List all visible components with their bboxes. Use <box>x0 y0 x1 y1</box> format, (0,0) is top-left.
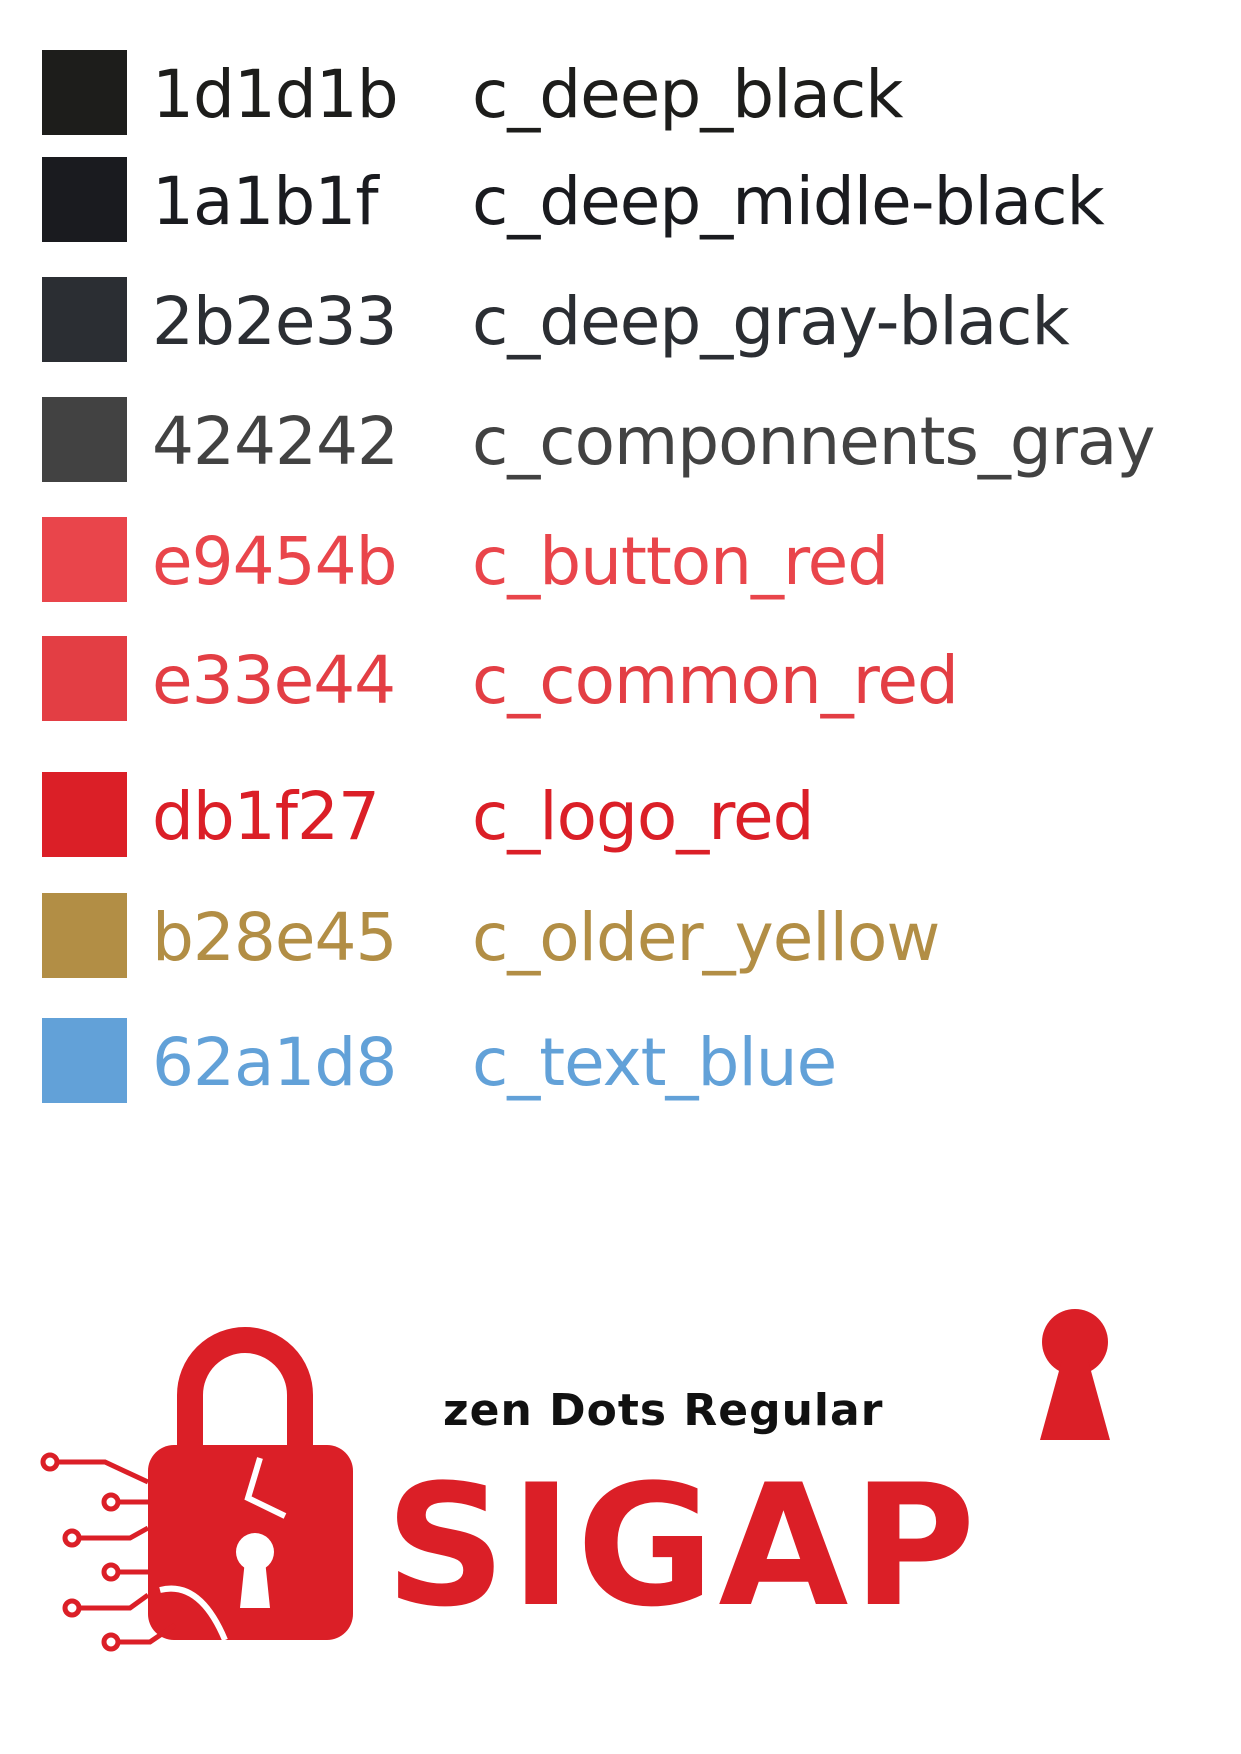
color-variable-name: c_deep_midle-black <box>472 163 1105 240</box>
palette-row: 2b2e33 c_deep_gray-black <box>0 277 1241 367</box>
color-variable-name: c_componnents_gray <box>472 403 1155 480</box>
palette-row: 1a1b1f c_deep_midle-black <box>0 157 1241 247</box>
color-variable-name: c_older_yellow <box>472 899 940 976</box>
palette-row: e33e44 c_common_red <box>0 636 1241 726</box>
padlock-circuit-icon <box>40 1309 1110 1652</box>
hex-code: db1f27 <box>152 778 380 855</box>
hex-code: 424242 <box>152 403 399 480</box>
sigap-logo: zen Dots Regular SIGAP <box>0 1290 1241 1720</box>
hex-code: 1a1b1f <box>152 163 379 240</box>
color-swatch <box>42 277 127 362</box>
color-swatch <box>42 1018 127 1103</box>
hex-code: 1d1d1b <box>152 56 399 133</box>
color-variable-name: c_text_blue <box>472 1024 837 1101</box>
hex-code: e33e44 <box>152 642 396 719</box>
font-name-caption: zen Dots Regular <box>443 1385 884 1436</box>
color-swatch <box>42 157 127 242</box>
palette-row: b28e45 c_older_yellow <box>0 893 1241 983</box>
palette-row: 62a1d8 c_text_blue <box>0 1018 1241 1108</box>
palette-row: db1f27 c_logo_red <box>0 772 1241 862</box>
color-swatch <box>42 50 127 135</box>
palette-row: 1d1d1b c_deep_black <box>0 50 1241 140</box>
hex-code: 62a1d8 <box>152 1024 397 1101</box>
color-swatch <box>42 517 127 602</box>
color-swatch <box>42 893 127 978</box>
palette-row: 424242 c_componnents_gray <box>0 397 1241 487</box>
color-variable-name: c_button_red <box>472 523 889 600</box>
color-swatch <box>42 397 127 482</box>
color-swatch <box>42 772 127 857</box>
color-variable-name: c_logo_red <box>472 778 814 855</box>
color-variable-name: c_deep_black <box>472 56 903 133</box>
hex-code: b28e45 <box>152 899 397 976</box>
color-swatch <box>42 636 127 721</box>
color-variable-name: c_deep_gray-black <box>472 283 1070 360</box>
palette-row: e9454b c_button_red <box>0 517 1241 607</box>
logo-wordmark: SIGAP <box>385 1448 980 1644</box>
hex-code: 2b2e33 <box>152 283 397 360</box>
color-variable-name: c_common_red <box>472 642 959 719</box>
hex-code: e9454b <box>152 523 397 600</box>
